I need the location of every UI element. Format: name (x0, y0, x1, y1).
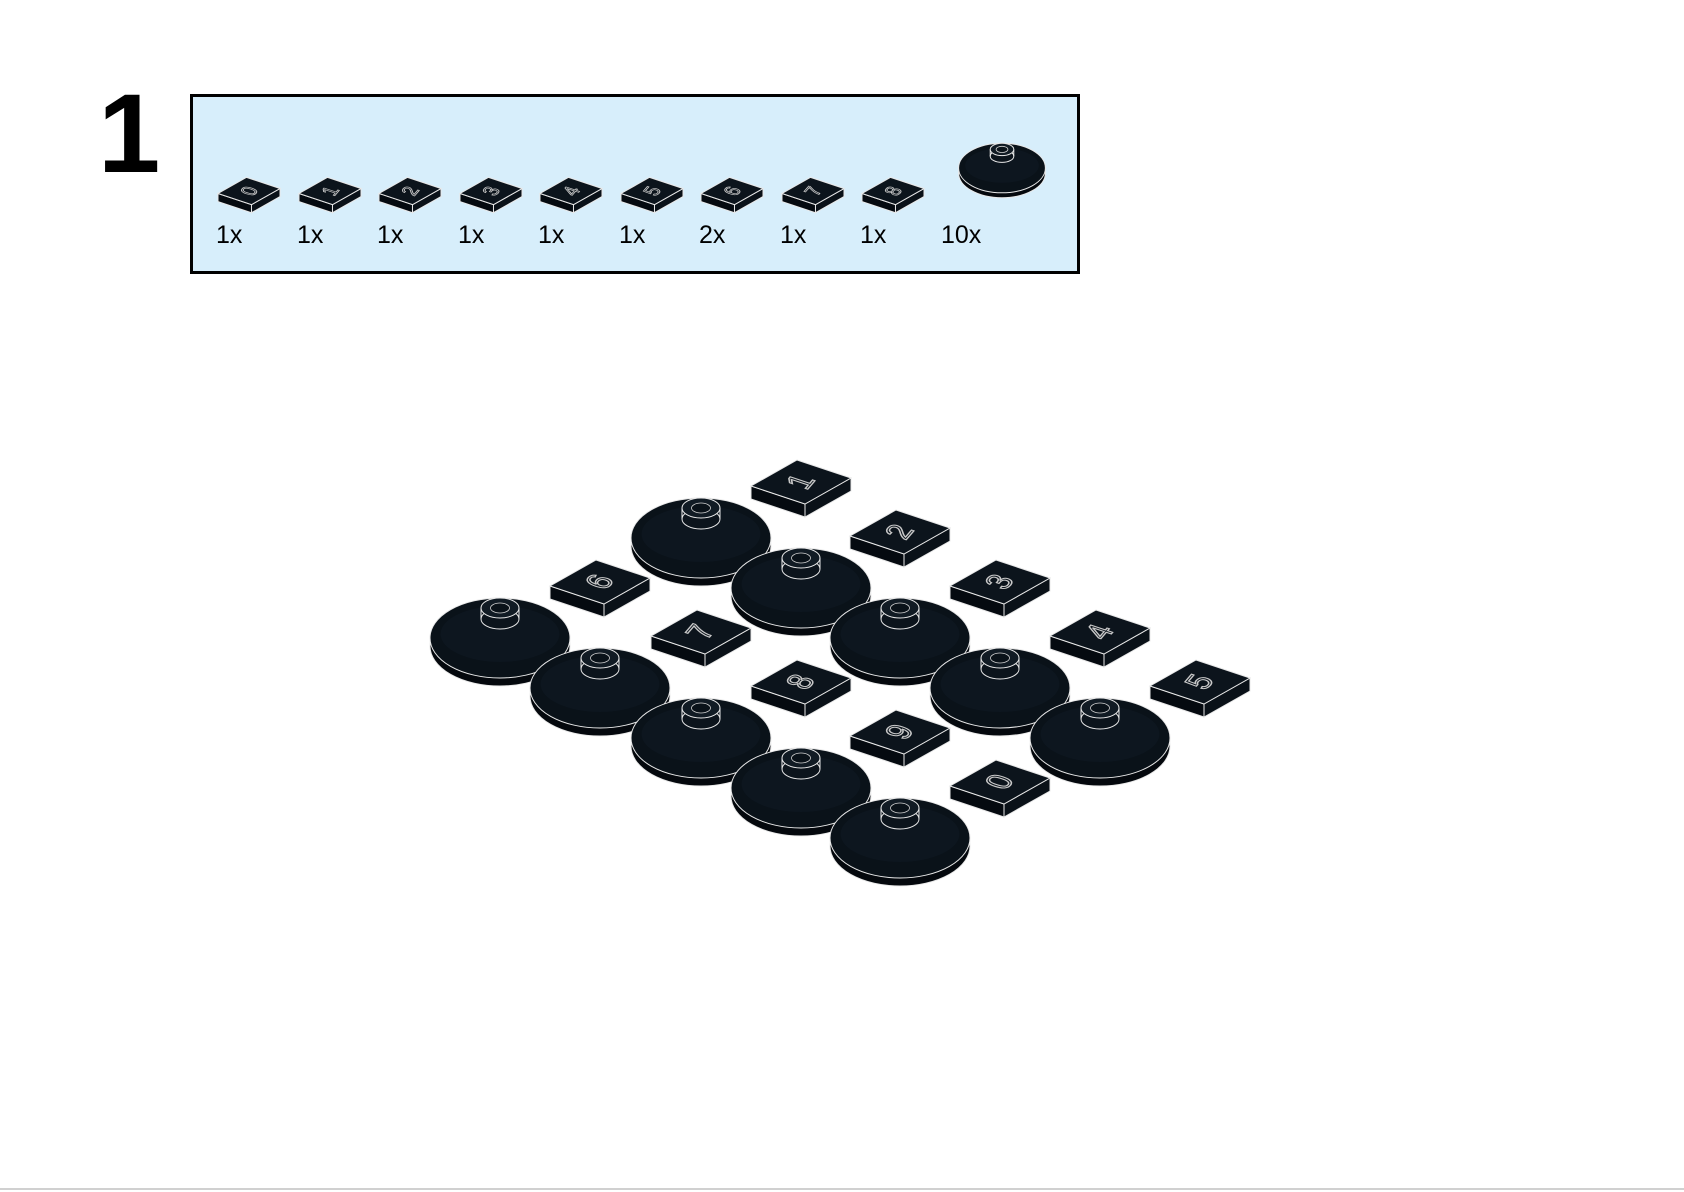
assembly-dish (529, 647, 671, 737)
assembly-tile-8: 8 (749, 659, 853, 718)
part-tile-8: 8 (860, 176, 926, 214)
assembly-dish (929, 647, 1071, 737)
part-tile-2: 2 (377, 176, 443, 214)
assembly-dish (730, 747, 872, 837)
part-quantity: 2x (699, 221, 726, 249)
part-quantity: 1x (377, 221, 404, 249)
assembly-dish (630, 497, 772, 587)
assembly-tile-1: 1 (749, 459, 853, 518)
part-tile-3: 3 (458, 176, 524, 214)
assembly-tile-4: 4 (1048, 609, 1152, 668)
assembly-tile-2: 2 (848, 509, 952, 568)
assembly-tile-5: 5 (1148, 659, 1252, 718)
assembly-tile-9: 9 (848, 709, 952, 768)
assembly-dish (730, 547, 872, 637)
part-tile-5: 5 (619, 176, 685, 214)
assembly-dish (829, 597, 971, 687)
page-divider (0, 1188, 1684, 1190)
part-tile-4: 4 (538, 176, 604, 214)
assembly-tile-3: 3 (948, 559, 1052, 618)
part-tile-7: 7 (780, 176, 846, 214)
assembly-dish (429, 597, 571, 687)
step-number: 1 (98, 71, 161, 196)
part-quantity: 10x (941, 221, 982, 249)
assembly-dish (1029, 697, 1171, 787)
assembly-dish (829, 797, 971, 887)
part-quantity: 1x (860, 221, 887, 249)
part-tile-0: 0 (216, 176, 282, 214)
part-quantity: 1x (216, 221, 243, 249)
assembly-tile-7: 7 (649, 609, 753, 668)
part-dish (958, 142, 1046, 199)
assembly-tile-0: 0 (948, 759, 1052, 818)
part-quantity: 1x (780, 221, 807, 249)
part-quantity: 1x (619, 221, 646, 249)
part-tile-1: 1 (297, 176, 363, 214)
assembly-tile-6: 6 (548, 559, 652, 618)
assembly-dish (630, 697, 772, 787)
part-quantity: 1x (458, 221, 485, 249)
part-tile-6: 6 (699, 176, 765, 214)
part-quantity: 1x (538, 221, 565, 249)
part-quantity: 1x (297, 221, 324, 249)
